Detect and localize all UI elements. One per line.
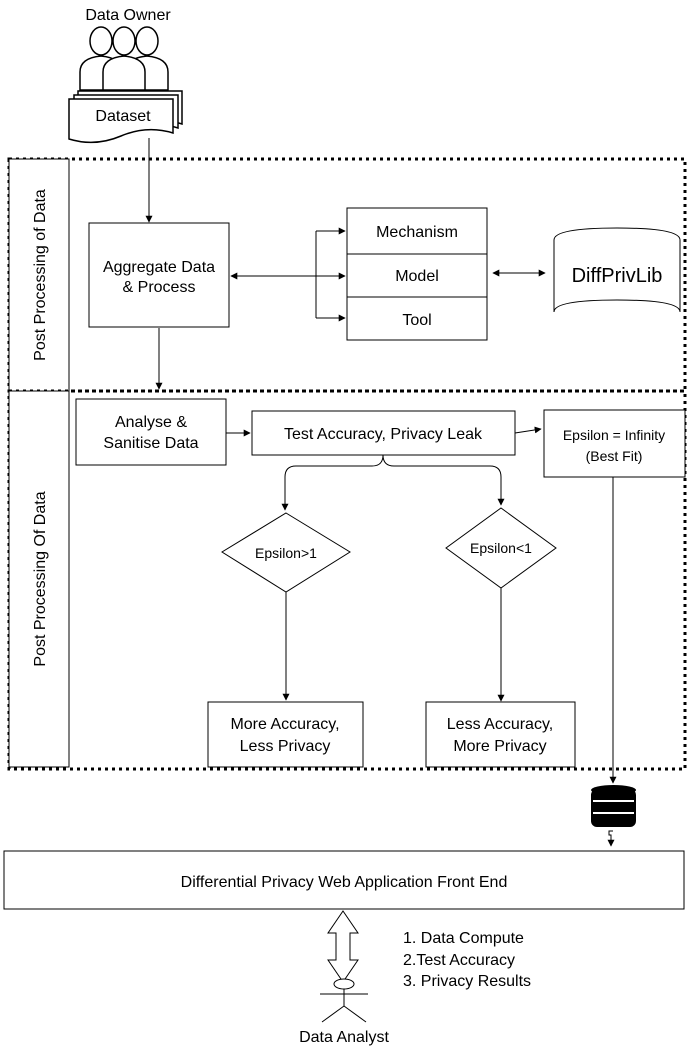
dataset-icon — [68, 90, 183, 144]
epsilon-infinity-box — [543, 409, 686, 478]
top-section-label-box — [8, 158, 70, 392]
result-more-accuracy-box — [207, 701, 364, 768]
aggregate-line1: Aggregate Data — [103, 259, 215, 276]
diffprivlib-storage-icon — [553, 227, 681, 313]
result-more-accuracy-line2: Less Privacy — [240, 738, 331, 755]
test-to-lt-arrow — [382, 454, 505, 506]
data-analyst-icon — [320, 978, 368, 1023]
tool-box — [346, 296, 488, 341]
result-more-accuracy-line1: More Accuracy, — [230, 716, 339, 733]
result-less-accuracy-line2: More Privacy — [453, 738, 546, 755]
dataset-label: Dataset — [95, 108, 151, 125]
frontend-box — [3, 850, 685, 910]
model-label: Model — [395, 268, 439, 285]
analyse-line1: Analyse & — [115, 414, 187, 431]
database-icon — [591, 785, 636, 827]
bottom-section-label: Post Processing Of Data — [32, 491, 49, 666]
data-owner-icon — [79, 26, 169, 91]
analyse-box — [75, 398, 227, 466]
result-less-accuracy-box — [425, 701, 576, 768]
decision-gt-label: Epsilon>1 — [255, 545, 317, 561]
epsilon-infinity-line2: (Best Fit) — [586, 448, 643, 464]
analyst-task-3: 3. Privacy Results — [403, 973, 531, 990]
data-owner-label: Data Owner — [85, 7, 171, 24]
tool-label: Tool — [402, 312, 431, 329]
database-to-frontend-arrow — [607, 830, 615, 847]
epsilon-infinity-line1: Epsilon = Infinity — [563, 427, 665, 443]
bottom-section-label-box — [8, 390, 70, 768]
data-analyst-label: Data Analyst — [299, 1029, 389, 1046]
diffprivlib-label: DiffPrivLib — [572, 265, 663, 287]
mechanism-label: Mechanism — [376, 224, 458, 241]
result-less-accuracy-line1: Less Accuracy, — [447, 716, 553, 733]
frontend-label: Differential Privacy Web Application Fro… — [181, 874, 508, 891]
decision-lt-label: Epsilon<1 — [470, 540, 532, 556]
aggregate-line2: & Process — [123, 279, 196, 296]
test-label: Test Accuracy, Privacy Leak — [284, 426, 483, 443]
test-to-gt-arrow — [281, 454, 384, 511]
test-box — [251, 410, 516, 456]
aggregate-box — [88, 222, 230, 328]
test-to-epsilon-inf-arrow — [514, 426, 542, 434]
analyse-line2: Sanitise Data — [103, 435, 198, 452]
top-section-label: Post Processing of Data — [32, 189, 49, 361]
aggregate-components-connector — [230, 227, 346, 322]
analyst-task-1: 1. Data Compute — [403, 930, 524, 947]
analyst-task-2: 2.Test Accuracy — [403, 952, 515, 969]
frontend-analyst-double-arrow — [327, 910, 359, 983]
